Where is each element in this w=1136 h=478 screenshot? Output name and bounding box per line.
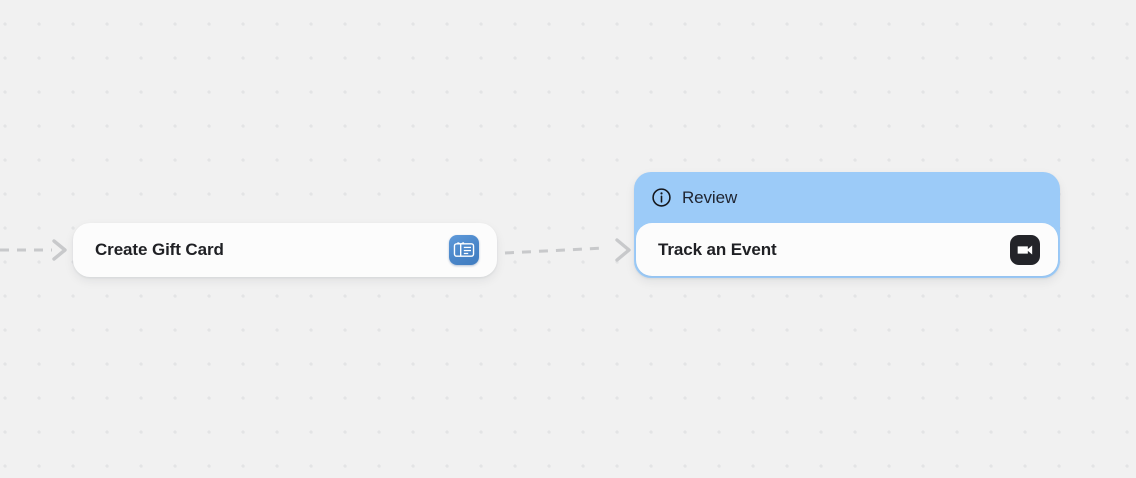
- event-ticket-icon: [1010, 234, 1040, 265]
- node-create-gift-card[interactable]: Create Gift Card: [73, 223, 497, 277]
- group-header-label: Review: [682, 187, 738, 207]
- connector-start-to-create-gift-card: [0, 237, 74, 263]
- connector-arrowhead: [52, 239, 67, 261]
- group-header-review[interactable]: Review: [634, 172, 1060, 223]
- node-group-review[interactable]: Review Track an Event: [634, 172, 1060, 278]
- connector-dashed-line: [504, 246, 606, 255]
- gift-card-icon: [449, 235, 479, 265]
- node-track-an-event[interactable]: Track an Event: [636, 223, 1058, 276]
- info-circle-icon: [651, 187, 672, 208]
- node-title: Track an Event: [658, 239, 777, 259]
- connector-create-gift-card-to-review: [504, 237, 639, 263]
- node-title: Create Gift Card: [95, 240, 224, 259]
- connector-arrowhead: [615, 238, 631, 262]
